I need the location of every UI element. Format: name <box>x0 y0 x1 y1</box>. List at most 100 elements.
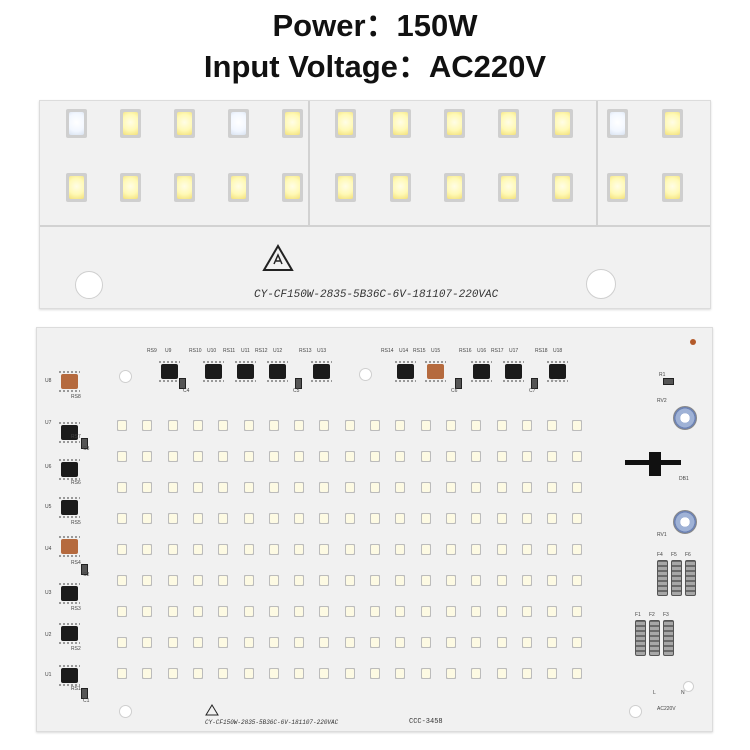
sense-resistor <box>179 378 186 389</box>
smd-led <box>445 544 456 555</box>
smd-led <box>192 606 203 617</box>
label-rs12: RS12 <box>255 348 268 354</box>
smd-led <box>268 420 279 431</box>
smd-led <box>167 637 178 648</box>
smd-led <box>370 575 380 586</box>
smd-led <box>319 575 330 586</box>
label-rs9: RS9 <box>147 348 157 354</box>
driver-ic-u1 <box>59 665 80 686</box>
driver-ic-u3 <box>59 583 80 604</box>
sense-resistor <box>455 378 462 389</box>
fuse-f5 <box>671 560 682 596</box>
smd-led <box>521 575 532 586</box>
smd-led <box>370 451 380 462</box>
smd-led <box>174 109 195 138</box>
smd-led <box>445 451 456 462</box>
label-u18: U18 <box>553 348 563 354</box>
smd-led <box>572 451 583 462</box>
label-rs14: RS14 <box>381 348 394 354</box>
smd-led <box>218 606 229 617</box>
bottom-led-board: RS9 U9 RS10 U10 RS11 U11 RS12 U12 RS13 U… <box>36 327 713 732</box>
label-rs18: RS18 <box>535 348 548 354</box>
varistor-rv2 <box>673 406 697 430</box>
via-dot <box>690 339 696 345</box>
smd-led <box>218 544 229 555</box>
label-f5: F5 <box>671 552 677 558</box>
smd-led <box>243 451 254 462</box>
driver-ic-u10 <box>203 361 224 382</box>
smd-led <box>268 606 279 617</box>
smd-led <box>117 420 127 431</box>
board-divider <box>308 101 310 226</box>
board-divider <box>596 101 598 226</box>
smd-led <box>420 606 431 617</box>
smd-led <box>268 482 279 493</box>
smd-led <box>335 173 356 202</box>
label-f1: F1 <box>635 612 641 618</box>
label-rs15: RS15 <box>413 348 426 354</box>
smd-led <box>218 668 229 679</box>
label-u11: U11 <box>241 348 250 354</box>
smd-led <box>228 109 249 138</box>
mounting-hole <box>629 705 642 718</box>
smd-led <box>117 575 127 586</box>
smd-led <box>496 420 507 431</box>
driver-ic-u2 <box>59 623 80 644</box>
smd-led <box>117 668 127 679</box>
smd-led <box>344 637 355 648</box>
smd-led <box>471 575 482 586</box>
smd-led <box>395 575 406 586</box>
smd-led <box>552 109 573 138</box>
smd-led <box>370 420 380 431</box>
smd-led <box>395 482 406 493</box>
smd-led <box>268 575 279 586</box>
smd-led <box>192 575 203 586</box>
label-rs6: RS6 <box>71 480 81 486</box>
smd-led <box>192 451 203 462</box>
smd-led <box>142 513 153 524</box>
smd-led <box>142 420 153 431</box>
smd-led <box>420 637 431 648</box>
smd-led <box>572 544 583 555</box>
smd-led <box>395 513 406 524</box>
smd-led <box>572 606 583 617</box>
label-rs3: RS3 <box>71 606 81 612</box>
smd-led <box>552 173 573 202</box>
smd-led <box>319 482 330 493</box>
smd-led <box>471 451 482 462</box>
smd-led <box>420 482 431 493</box>
driver-ic-u5 <box>59 497 80 518</box>
smd-led <box>294 451 305 462</box>
smd-led <box>243 544 254 555</box>
smd-led <box>167 513 178 524</box>
smd-led <box>294 544 305 555</box>
smd-led <box>117 637 127 648</box>
label-rs16: RS16 <box>459 348 472 354</box>
smd-led <box>445 668 456 679</box>
smd-led <box>471 482 482 493</box>
smd-led <box>370 482 380 493</box>
smd-led <box>294 606 305 617</box>
smd-led <box>496 637 507 648</box>
smd-led <box>445 606 456 617</box>
smd-led <box>547 420 558 431</box>
label-rs2: RS2 <box>71 646 81 652</box>
smd-led <box>395 544 406 555</box>
varistor-rv1 <box>673 510 697 534</box>
smd-led <box>294 575 305 586</box>
smd-led <box>192 668 203 679</box>
label-c2: C2 <box>83 572 90 578</box>
sense-resistor <box>81 564 88 575</box>
fuse-f1 <box>635 620 646 656</box>
smd-led <box>344 513 355 524</box>
smd-led <box>496 606 507 617</box>
label-c3: C3 <box>83 446 90 452</box>
smd-led <box>496 482 507 493</box>
label-rs13: RS13 <box>299 348 312 354</box>
smd-led <box>66 173 87 202</box>
label-rs11: RS11 <box>223 348 236 354</box>
smd-led <box>268 513 279 524</box>
smd-led <box>167 482 178 493</box>
label-l: L <box>653 690 656 696</box>
smd-led <box>420 544 431 555</box>
